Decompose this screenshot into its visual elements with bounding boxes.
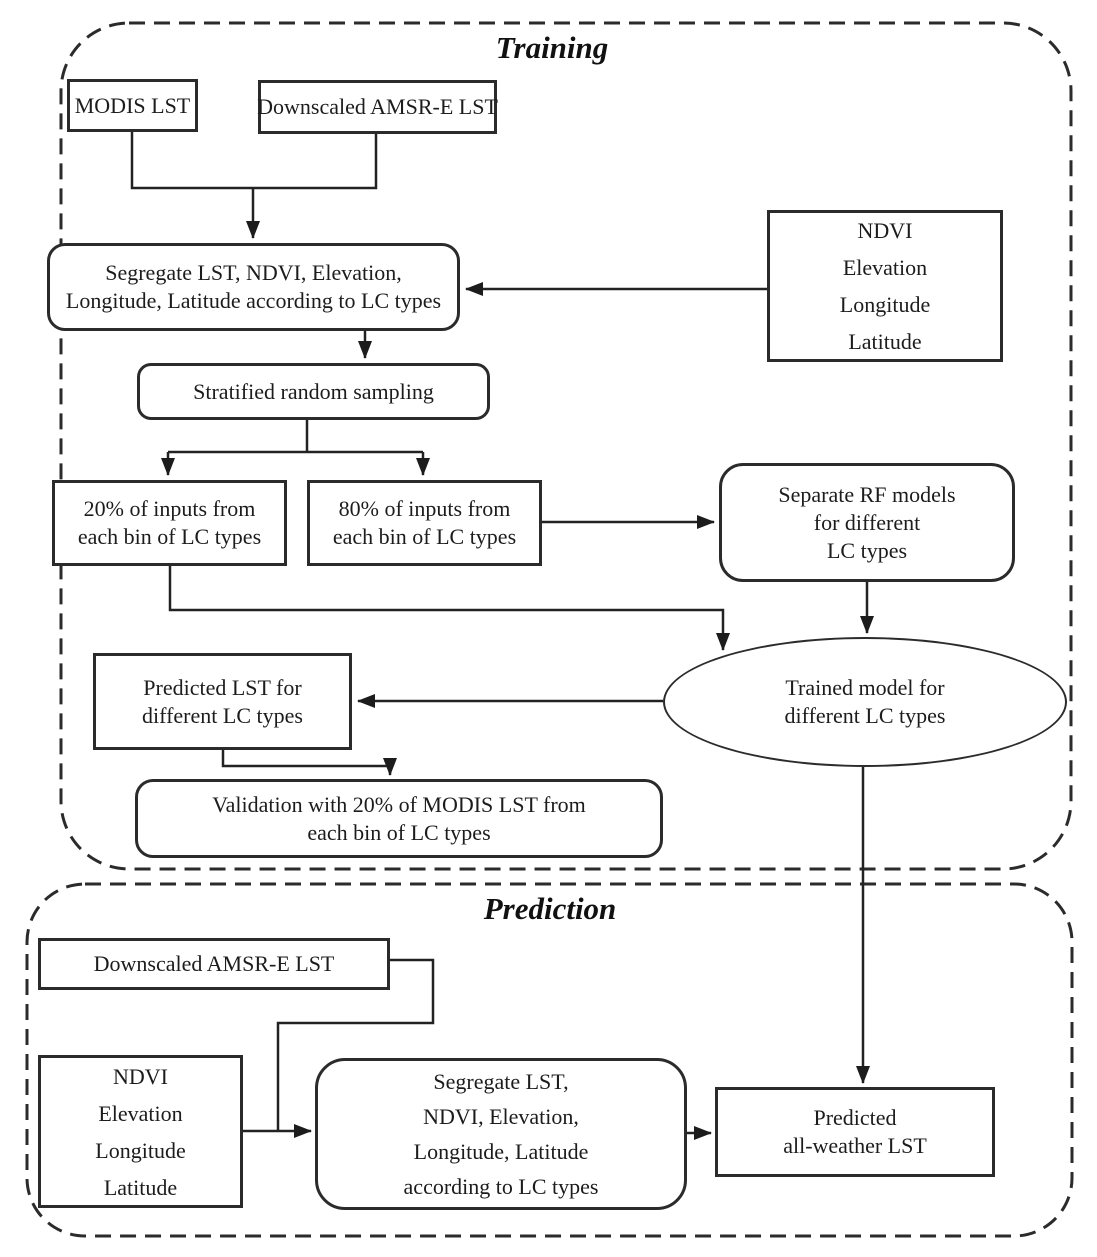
prediction-container bbox=[25, 882, 1074, 1238]
segregate-box-prediction: Segregate LST, NDVI, Elevation, Longitud… bbox=[315, 1058, 687, 1210]
line-modis-amsr-merge bbox=[130, 132, 378, 190]
pct20-line-1: 20% of inputs from bbox=[83, 496, 256, 521]
line-stratified-split bbox=[168, 420, 423, 454]
inputs-20pct-box: 20% of inputs from each bin of LC types bbox=[52, 480, 287, 566]
pct20-line-2: each bin of LC types bbox=[77, 524, 262, 549]
segregate-pred-line-1: Segregate LST, bbox=[433, 1069, 569, 1094]
segregate-pred-line-2: NDVI, Elevation, bbox=[423, 1104, 579, 1129]
arrow-20pct-to-trained-model bbox=[168, 566, 730, 651]
inputs-80pct-box: 80% of inputs from each bin of LC types bbox=[307, 480, 542, 566]
ndvi-inputs-box-prediction: NDVI Elevation Longitude Latitude bbox=[38, 1055, 243, 1208]
elevation-line: Elevation bbox=[98, 1100, 183, 1126]
rf-line-3: LC types bbox=[826, 537, 908, 563]
latitude-line: Latitude bbox=[848, 329, 922, 354]
pct80-line-1: 80% of inputs from bbox=[338, 496, 511, 521]
longitude-line: Longitude bbox=[95, 1137, 186, 1163]
ndvi-line: NDVI bbox=[857, 218, 913, 243]
rf-line-2: for different bbox=[813, 509, 921, 535]
modis-lst-box: MODIS LST bbox=[67, 79, 198, 132]
segregate-box-training: Segregate LST, NDVI, Elevation, Longitud… bbox=[47, 243, 460, 331]
ndvi-line: NDVI bbox=[113, 1063, 168, 1089]
training-container bbox=[59, 21, 1073, 871]
modis-lst-label: MODIS LST bbox=[74, 92, 191, 118]
trained-model-ellipse: Trained model for different LC types bbox=[663, 637, 1067, 767]
longitude-line: Longitude bbox=[839, 292, 931, 317]
stratified-label: Stratified random sampling bbox=[193, 378, 434, 404]
segregate-line-2: Longitude, Latitude according to LC type… bbox=[65, 288, 442, 313]
downscaled-amsr-lst-label: Downscaled AMSR-E LST bbox=[257, 94, 498, 119]
predicted-lst-line-1: Predicted LST for bbox=[143, 674, 302, 700]
elevation-line: Elevation bbox=[842, 255, 928, 280]
downscaled-amsr-lst-box-prediction: Downscaled AMSR-E LST bbox=[38, 938, 390, 990]
validation-box: Validation with 20% of MODIS LST from ea… bbox=[135, 779, 663, 858]
latitude-line: Latitude bbox=[103, 1174, 178, 1200]
predicted-lst-line-2: different LC types bbox=[142, 702, 303, 728]
prediction-title: Prediction bbox=[483, 891, 617, 926]
trained-model-line-2: different LC types bbox=[784, 703, 946, 728]
downscaled-amsr-lst-label-prediction: Downscaled AMSR-E LST bbox=[93, 951, 335, 976]
predicted-lst-box: Predicted LST for different LC types bbox=[93, 653, 352, 750]
segregate-pred-line-3: Longitude, Latitude bbox=[413, 1139, 589, 1164]
all-weather-line-2: all-weather LST bbox=[783, 1133, 927, 1158]
downscaled-amsr-lst-box-training: Downscaled AMSR-E LST bbox=[257, 80, 498, 134]
ndvi-inputs-box-training: NDVI Elevation Longitude Latitude bbox=[767, 210, 1003, 362]
segregate-pred-line-4: according to LC types bbox=[403, 1174, 599, 1199]
line-amsr-to-merge bbox=[276, 958, 435, 1131]
stratified-sampling-box: Stratified random sampling bbox=[137, 363, 490, 420]
predicted-all-weather-box: Predicted all-weather LST bbox=[715, 1087, 995, 1177]
arrow-predicted-to-validation bbox=[221, 750, 397, 776]
segregate-line-1: Segregate LST, NDVI, Elevation, bbox=[105, 260, 402, 285]
validation-line-1: Validation with 20% of MODIS LST from bbox=[212, 791, 586, 817]
training-title: Training bbox=[495, 30, 609, 65]
rf-line-1: Separate RF models bbox=[778, 481, 956, 507]
validation-line-2: each bin of LC types bbox=[307, 819, 491, 845]
trained-model-line-1: Trained model for bbox=[785, 675, 945, 700]
separate-rf-models-box: Separate RF models for different LC type… bbox=[719, 463, 1015, 582]
pct80-line-2: each bin of LC types bbox=[332, 524, 517, 549]
all-weather-line-1: Predicted bbox=[813, 1105, 897, 1130]
